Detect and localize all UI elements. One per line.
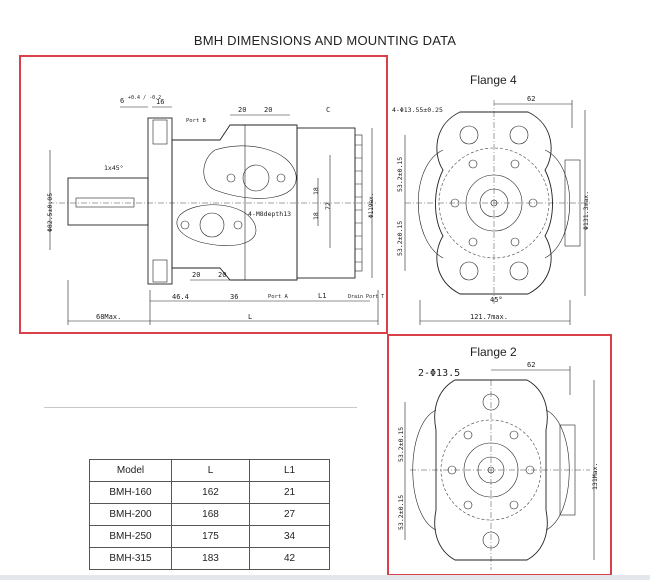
side-dimensions	[49, 106, 379, 325]
table-row: BMH-160 162 21	[89, 481, 330, 504]
f4-dim-131-3: Φ131.3max.	[582, 191, 590, 230]
f4-dim-62: 62	[527, 95, 535, 103]
table-cell: BMH-250	[89, 525, 172, 548]
side-port-a-bolt-right	[233, 220, 243, 230]
side-port-b-body	[203, 145, 297, 199]
dim-20-d: 20	[218, 271, 226, 279]
f4-angle: 45°	[490, 296, 503, 304]
dim-l: L	[248, 313, 252, 321]
f4-dim-121-7: 121.7max.	[470, 313, 508, 321]
dim-keyway: 6	[120, 97, 124, 105]
f2-dim-53-2-b: 53.2±0.15	[397, 495, 405, 530]
table-cell: 183	[171, 547, 250, 570]
side-bolt-ticks	[355, 144, 362, 263]
label-port-a: Port A	[268, 294, 289, 300]
side-port-b	[242, 164, 270, 192]
dim-46-4: 46.4	[172, 293, 189, 301]
f2-dim-62: 62	[527, 361, 535, 369]
dim-82-5: Φ82.5±0.05	[46, 193, 54, 232]
page-title: BMH DIMENSIONS AND MOUNTING DATA	[193, 33, 457, 48]
dim-72: 72	[324, 202, 332, 210]
dim-18-a: 18	[312, 187, 320, 195]
side-port-b-bolt-left	[226, 173, 236, 183]
table-cell: BMH-315	[89, 547, 172, 570]
bottom-scroll-strip	[0, 575, 650, 580]
dim-20-b: 20	[264, 106, 272, 114]
table-cell: 162	[171, 481, 250, 504]
table-header-row: Model L L1	[89, 459, 330, 482]
label-port-b: Port B	[186, 118, 207, 124]
f4-holes: 4-Φ13.55±0.25	[392, 106, 443, 114]
table-row: BMH-200 168 27	[89, 503, 330, 526]
table-row: BMH-250 175 34	[89, 525, 330, 548]
f2-holes: 2-Φ13.5	[418, 368, 460, 379]
dim-keyway-tol: +0.4 / -0.2	[128, 95, 161, 101]
side-flange-boss-bottom	[152, 259, 168, 283]
dim-18-b: 18	[312, 212, 320, 220]
model-dimension-table: Model L L1 BMH-160 162 21 BMH-200 168 27…	[89, 459, 330, 570]
side-flange	[147, 117, 173, 285]
dim-20-a: 20	[238, 106, 246, 114]
label-c: C	[326, 106, 330, 114]
side-shaft	[67, 177, 149, 226]
table-cell: 175	[171, 525, 250, 548]
side-port-a	[199, 212, 225, 238]
flange4-drawing	[404, 100, 590, 325]
label-drain-port: Drain Port T	[348, 294, 384, 300]
f4-dim-53-2-a: 53.2±0.15	[396, 157, 404, 192]
dim-20-c: 20	[192, 271, 200, 279]
table-header: L	[171, 459, 250, 482]
separator-line	[44, 407, 357, 408]
table-header: Model	[89, 459, 172, 482]
dim-68max: 68Max.	[96, 313, 121, 321]
dim-l1: L1	[318, 292, 326, 300]
side-view-highlight	[19, 55, 388, 334]
side-end-bolts	[354, 134, 363, 272]
f2-dim-53-2-a: 53.2±0.15	[397, 427, 405, 462]
f4-dim-53-2-b: 53.2±0.15	[396, 221, 404, 256]
dim-chamfer: 1x45°	[104, 164, 124, 172]
table-cell: 168	[171, 503, 250, 526]
side-housing	[171, 124, 298, 281]
label-thread: 4-M8depth13	[248, 210, 291, 218]
table-cell: 21	[249, 481, 330, 504]
side-flange-boss-top	[152, 119, 168, 145]
table-cell: BMH-200	[89, 503, 172, 526]
table-cell: 27	[249, 503, 330, 526]
dim-119: Φ119ax.	[368, 193, 375, 218]
flange2-label: Flange 2	[470, 345, 517, 359]
side-port-a-body	[176, 204, 257, 246]
side-port-a-bolt-left	[180, 220, 190, 230]
table-header: L1	[249, 459, 330, 482]
table-cell: BMH-160	[89, 481, 172, 504]
side-keyway	[75, 197, 135, 208]
side-port-b-bolt-right	[276, 173, 286, 183]
flange2-highlight	[387, 334, 612, 576]
table-cell: 42	[249, 547, 330, 570]
dim-36: 36	[230, 293, 238, 301]
table-row: BMH-315 183 42	[89, 547, 330, 570]
f2-dim-131: 131Max.	[591, 463, 599, 490]
table-cell: 34	[249, 525, 330, 548]
flange4-label: Flange 4	[470, 73, 517, 87]
dim-16: 16	[156, 98, 164, 106]
